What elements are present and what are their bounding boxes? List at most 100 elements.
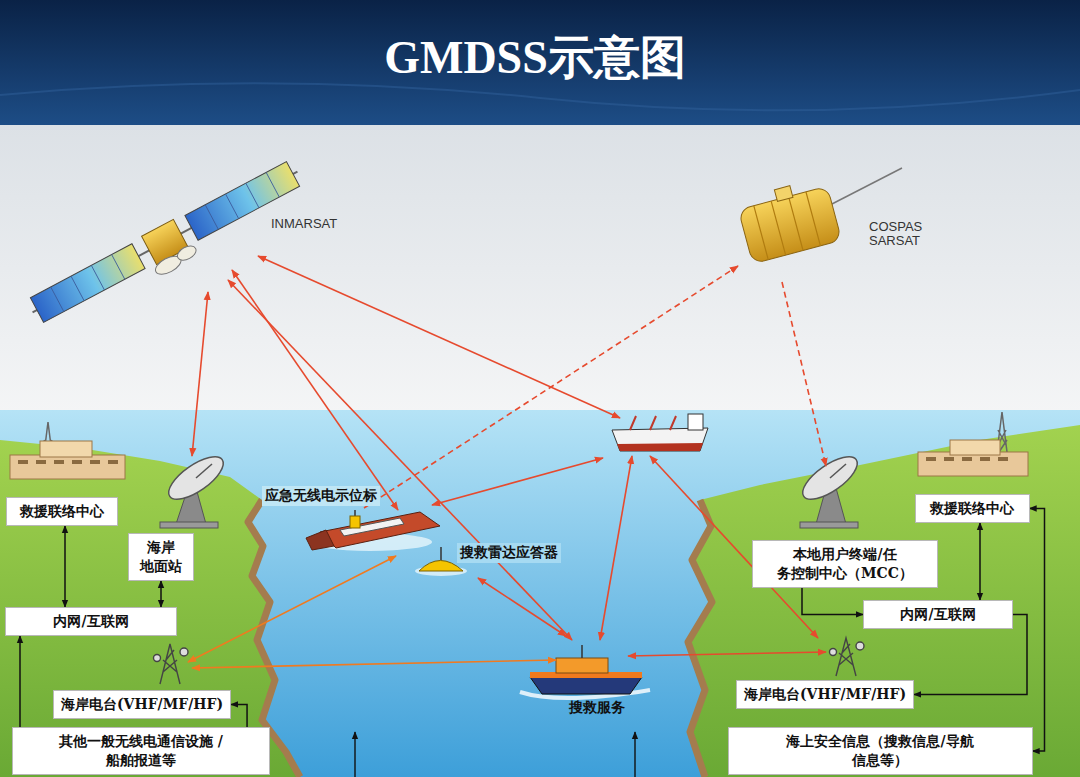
cospas-sarsat-satellite-part-part	[754, 192, 821, 260]
right-radio-tower-part	[836, 638, 856, 676]
box-label: 海岸电台(VHF/MF/HF)	[744, 685, 906, 704]
wreck-ship-part	[320, 512, 440, 548]
right-dish-part	[796, 449, 863, 507]
connector-arrow	[64, 526, 66, 607]
text-box: 内网/互联网	[863, 600, 1013, 629]
text-box: 海上安全信息（搜救信息/导航 信息等）	[728, 727, 1033, 775]
callout-label: COSPAS SARSAT	[866, 219, 944, 250]
title-banner	[0, 0, 1080, 125]
cargo-ship-part	[688, 414, 703, 430]
rescue-vessel	[520, 645, 650, 698]
left-building-part	[10, 455, 125, 479]
left-building	[10, 422, 125, 479]
right-building-part	[926, 457, 1008, 461]
cospas-sarsat-satellite	[736, 168, 902, 264]
left-dish-part	[162, 449, 229, 507]
box-label: 内网/互联网	[871, 605, 1005, 624]
left-coast	[0, 440, 300, 777]
box-label: 海上安全信息（搜救信息/导航 信息等）	[775, 732, 985, 770]
banner-texture	[0, 83, 1080, 110]
left-dish	[160, 449, 230, 528]
right-building-part	[950, 440, 1000, 455]
rescue-vessel-part	[530, 677, 642, 694]
sea	[0, 410, 1080, 777]
wreck-ship	[306, 512, 440, 551]
connector-arrow	[802, 588, 863, 615]
callout-label: 应急无线电示位标	[262, 486, 380, 506]
satellite-alert-arrows-part	[364, 266, 738, 508]
text-box: 本地用户终端/任 务控制中心（MCC）	[752, 540, 938, 588]
rescue-vessel-part	[581, 645, 583, 658]
epirb-beacon-part	[350, 516, 360, 528]
sky	[0, 125, 1080, 412]
left-building-part	[40, 441, 92, 457]
cargo-ship-part	[612, 428, 708, 451]
callout-label: INMARSAT	[268, 216, 340, 232]
satellite-alert-arrows-part	[782, 282, 826, 466]
right-building	[918, 412, 1028, 476]
inmarsat-satellite-part	[175, 243, 198, 263]
connector-arrow	[1030, 508, 1045, 751]
left-dish-part	[160, 522, 218, 528]
text-box: 海岸 地面站	[128, 533, 194, 581]
right-building-part	[918, 452, 1028, 476]
callout-label: 搜救服务	[566, 698, 628, 718]
satellite-alert-arrows	[364, 266, 826, 508]
text-box: 其他一般无线电通信设施 /船舶报道等	[12, 727, 270, 775]
box-label: 本地用户终端/任 务控制中心（MCC）	[760, 545, 930, 583]
text-box: 海岸电台(VHF/MF/HF)	[736, 680, 914, 709]
coast-radio-arrows-part	[192, 660, 556, 668]
signal-arrows-part	[628, 652, 826, 656]
epirb-beacon-part	[354, 510, 356, 516]
incoming-arrows-part	[354, 732, 355, 777]
left-building-part	[18, 460, 118, 464]
epirb-beacon	[350, 510, 360, 528]
cargo-ship	[612, 414, 708, 451]
left-radio-tower	[154, 644, 189, 684]
left-dish-part	[196, 464, 212, 478]
text-box: 海岸电台(VHF/MF/HF)	[53, 690, 231, 719]
signal-arrows-part	[432, 458, 603, 505]
text-box: 内网/互联网	[5, 607, 177, 636]
text-box: 救援联络中心	[6, 497, 118, 526]
box-label: 其他一般无线电通信设施 /船舶报道等	[46, 732, 236, 770]
left-radio-tower-part	[154, 655, 161, 662]
wreck-ship-part	[306, 530, 334, 550]
box-label: 海岸电台(VHF/MF/HF)	[61, 695, 223, 714]
incoming-arrows-part	[634, 732, 635, 777]
sart-buoy-part	[440, 547, 442, 560]
cospas-sarsat-satellite-part-part	[738, 186, 841, 264]
coast-radio-arrows-part	[188, 556, 396, 662]
connector-arrow	[979, 523, 981, 600]
box-label: 救援联络中心	[14, 502, 110, 521]
right-radio-tower	[830, 638, 865, 676]
box-label: 海岸 地面站	[136, 538, 186, 576]
connector-arrow	[19, 636, 21, 727]
left-coast-part	[0, 440, 300, 777]
signal-arrows	[192, 256, 826, 656]
inmarsat-satellite	[25, 157, 311, 338]
right-radio-tower-part	[830, 649, 837, 656]
inmarsat-satellite-part	[30, 244, 145, 323]
diagram-title: GMDSS示意图	[0, 30, 1070, 85]
signal-arrows-part	[478, 578, 566, 636]
box-label: 内网/互联网	[13, 612, 169, 631]
coast-radio-arrows	[188, 556, 556, 668]
signal-arrows-part	[258, 256, 620, 418]
callout-label: 搜救雷达应答器	[457, 543, 561, 563]
left-radio-tower-part	[160, 644, 180, 684]
cospas-sarsat-satellite-part	[736, 176, 842, 264]
right-coast-part	[688, 500, 712, 777]
right-dish-part	[830, 464, 846, 478]
cospas-sarsat-satellite-part-part	[774, 186, 793, 202]
cargo-ship-part	[630, 416, 676, 430]
signal-arrows-part	[192, 292, 208, 456]
signal-arrows-part	[228, 280, 572, 640]
cospas-sarsat-satellite-part	[830, 168, 902, 205]
right-coast-part	[688, 425, 1080, 777]
right-coast	[688, 425, 1080, 777]
connector-arrow	[231, 704, 247, 727]
right-radio-tower-part	[856, 642, 864, 650]
